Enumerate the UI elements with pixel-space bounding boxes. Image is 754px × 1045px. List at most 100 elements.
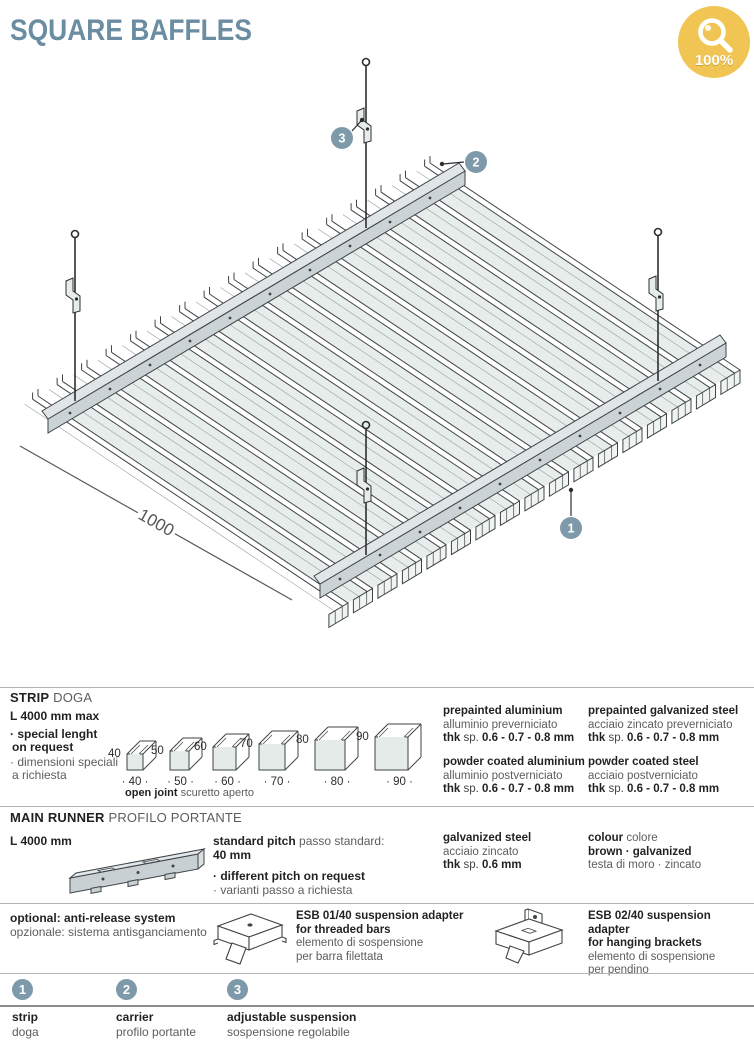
callout-2: 2 [439, 151, 487, 173]
material-thk: thk sp. 0.6 - 0.7 - 0.8 mm [443, 732, 575, 744]
material-name: powder coated steel [588, 756, 699, 768]
adapter-it-1: elemento di sospensione [296, 937, 424, 949]
runner-length: L 4000 mm [10, 834, 72, 848]
material-thk: thk sp. 0.6 - 0.7 - 0.8 mm [588, 732, 720, 744]
square-profile-icon [258, 730, 299, 771]
profile-height-label: 70 [240, 738, 253, 750]
square-profile-icon [314, 726, 359, 771]
main-diagram: 1000 3 2 1 [19, 57, 741, 628]
material-thk: thk sp. 0.6 mm [443, 859, 522, 871]
badge-percent-label: 100% [694, 52, 734, 69]
pitch-note-it: · varianti passo a richiesta [213, 883, 353, 897]
square-profile-icon [374, 723, 422, 771]
profile-height-label: 50 [151, 745, 164, 757]
divider [0, 903, 754, 904]
profile-80: 80 80 [296, 720, 362, 788]
pitch-value: 40 mm [213, 848, 252, 862]
strip-material-1: prepainted aluminium alluminio prevernic… [443, 705, 585, 746]
strip-material-2: powder coated aluminium alluminio postve… [443, 756, 585, 797]
profile-60: 60 60 [194, 727, 253, 788]
strip-note-it-2: a richiesta [12, 768, 67, 782]
open-joint-it: scuretto aperto [180, 787, 254, 799]
material-name-it: acciaio postverniciato [588, 769, 698, 782]
profile-width-label: 60 [206, 776, 249, 788]
legend-circle-1: 1 [12, 979, 33, 1000]
profile-height-label: 80 [296, 734, 309, 746]
colour-label: colour colore [588, 832, 658, 844]
magnifier-icon [698, 18, 733, 53]
pitch-note-en: · different pitch on request [213, 869, 366, 883]
svg-text:2: 2 [473, 156, 480, 170]
svg-text:1: 1 [568, 522, 575, 536]
strip-heading-en: STRIP [10, 690, 50, 705]
main-runner-icon [68, 847, 206, 895]
runner-heading: MAIN RUNNER PROFILO PORTANTE [10, 810, 242, 825]
adapter-name: ESB 01/40 suspension adapter [296, 910, 464, 922]
adapter-use: for threaded bars [296, 923, 391, 936]
material-thk: thk sp. 0.6 - 0.7 - 0.8 mm [588, 783, 720, 795]
legend-circle-3: 3 [227, 979, 248, 1000]
profile-40: 40 40 [108, 734, 160, 788]
profile-height-label: 60 [194, 741, 207, 753]
optional-title-en: optional: anti-release system [10, 911, 176, 925]
esb-0240-icon [494, 908, 564, 964]
optional-title-it: opzionale: sistema antisganciamento [10, 925, 207, 939]
legend-1-en: strip [12, 1010, 39, 1024]
carrier-upper [41, 162, 466, 434]
profile-width-label: 40 [117, 776, 153, 788]
profile-50: 50 50 [151, 731, 206, 788]
strip-note-en-2: on request [12, 740, 74, 754]
callout-1: 1 [560, 487, 582, 539]
runner-colour: colour colore brown · galvanized testa d… [588, 832, 750, 873]
profile-90: 90 90 [356, 717, 425, 788]
esb-0140-text: ESB 01/40 suspension adapter for threade… [296, 910, 466, 964]
material-thk: thk sp. 0.6 - 0.7 - 0.8 mm [443, 783, 575, 795]
material-name-it: acciaio zincato preverniciato [588, 718, 733, 731]
adapter-use: for hanging brackets [588, 937, 702, 949]
callout-3: 3 [331, 117, 365, 149]
material-name-it: alluminio postverniciato [443, 769, 563, 782]
profile-height-label: 40 [108, 748, 121, 760]
strip-note-it-1: · dimensioni speciali [10, 755, 119, 769]
runner-heading-it: PROFILO PORTANTE [108, 810, 242, 825]
strip-length: L 4000 mm max [10, 709, 100, 723]
legend-underline [0, 1005, 754, 1007]
square-profile-icon [169, 737, 203, 771]
colour-value-en: brown · galvanized [588, 845, 692, 858]
divider [0, 806, 754, 807]
strip-heading-it: DOGA [53, 690, 93, 705]
esb-0140-icon [213, 913, 287, 965]
svg-text:3: 3 [339, 132, 346, 146]
profile-70: 70 70 [240, 724, 302, 788]
adapter-it-1: elemento di sospensione [588, 950, 716, 963]
strip-material-4: powder coated steel acciaio postvernicia… [588, 756, 750, 797]
strip-note-en-1: · special lenght [10, 727, 98, 741]
open-joint-en: open joint [125, 787, 178, 799]
legend-2-en: carrier [116, 1010, 154, 1024]
esb-0240-text: ESB 02/40 suspension adapter for hanging… [588, 910, 754, 978]
callouts: 3 2 1 [331, 117, 582, 539]
pitch-line: standard pitch passo standard: [213, 834, 385, 848]
runner-heading-en: MAIN RUNNER [10, 810, 105, 825]
material-name-it: acciaio zincato [443, 845, 519, 858]
pitch-block: standard pitch passo standard: 40 mm · d… [213, 834, 413, 897]
profile-width-label: 90 [373, 776, 426, 788]
square-profile-icon [126, 740, 157, 771]
runner-material: galvanized steel acciaio zincato thk sp.… [443, 832, 585, 873]
divider [0, 973, 754, 974]
material-name: powder coated aluminium [443, 756, 585, 768]
square-profile-icon [212, 733, 250, 771]
legend-circle-2: 2 [116, 979, 137, 1000]
carrier-lower [313, 334, 727, 599]
open-joint-caption: open joint scuretto aperto [125, 787, 254, 799]
material-name: prepainted aluminium [443, 705, 563, 717]
legend-3-en: adjustable suspension [227, 1010, 357, 1024]
profile-height-label: 90 [356, 731, 369, 743]
profile-width-label: 70 [254, 776, 300, 788]
zoom-badge: 100% [678, 6, 750, 78]
profile-width-label: 80 [312, 776, 362, 788]
legend-1-it: doga [12, 1025, 39, 1039]
material-name-it: alluminio preverniciato [443, 718, 558, 731]
adapter-name: ESB 02/40 suspension adapter [588, 910, 711, 936]
colour-value-it: testa di moro · zincato [588, 859, 702, 871]
